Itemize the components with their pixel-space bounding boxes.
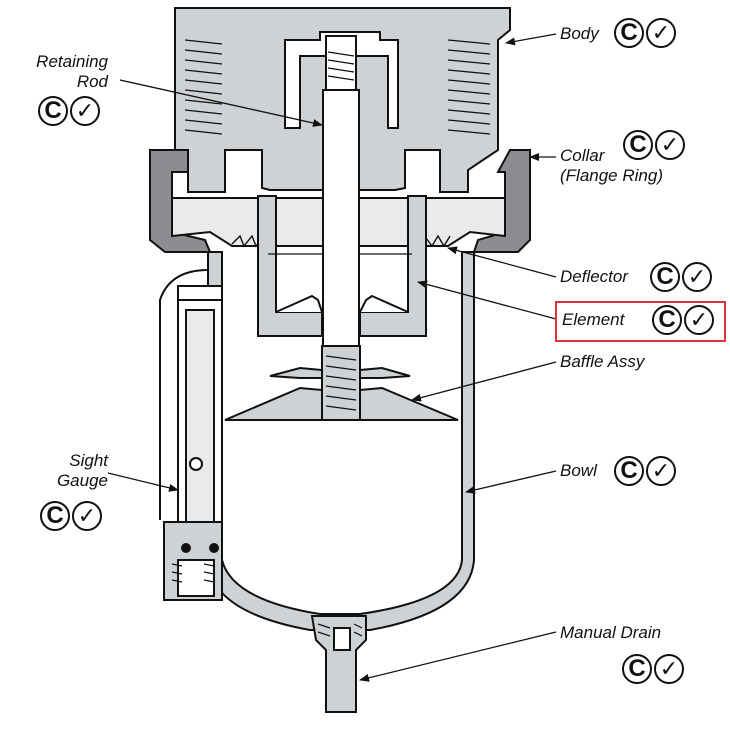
deflector-badges: C ✓ [650, 262, 712, 292]
circled-c-icon: C [40, 501, 70, 531]
circled-c-icon: C [650, 262, 680, 292]
collar-badges: C ✓ [623, 130, 685, 160]
circled-check-icon: ✓ [684, 305, 714, 335]
manual-drain-badges: C ✓ [622, 654, 684, 684]
circled-check-icon: ✓ [646, 18, 676, 48]
sight-gauge-badges: C ✓ [40, 501, 102, 531]
retaining-rod-badges: C ✓ [38, 96, 100, 126]
retaining-rod-label-line1: Retaining [36, 52, 108, 71]
circled-c-icon: C [622, 654, 652, 684]
bowl-part [159, 251, 475, 631]
element-label: Element [562, 310, 625, 329]
deflector-label: Deflector [560, 267, 629, 286]
sight-gauge-label: Sight Gauge [10, 451, 108, 491]
leader-lines [107, 33, 557, 682]
circled-c-icon: C [38, 96, 68, 126]
circled-c-icon: C [614, 456, 644, 486]
circled-c-icon: C [623, 130, 653, 160]
sight-gauge-part [163, 285, 223, 601]
collar-label-line1: Collar [560, 146, 605, 165]
circled-check-icon: ✓ [72, 501, 102, 531]
circled-check-icon: ✓ [655, 130, 685, 160]
sight-gauge-label-line1: Sight [69, 451, 108, 470]
circled-c-icon: C [614, 18, 644, 48]
manual-drain-label: Manual Drain [560, 623, 662, 642]
circled-check-icon: ✓ [682, 262, 712, 292]
body-badges: C ✓ [614, 18, 676, 48]
element-highlight-box [555, 301, 726, 342]
element-part [257, 195, 427, 337]
sight-gauge-label-line2: Gauge [56, 471, 108, 490]
retaining-rod-label: Retaining Rod [10, 52, 108, 92]
bowl-badges: C ✓ [614, 456, 676, 486]
circled-check-icon: ✓ [654, 654, 684, 684]
retaining-rod-part [322, 35, 360, 381]
retaining-rod-label-line2: Rod [76, 72, 108, 91]
collar-part [149, 149, 531, 253]
collar-label: Collar (Flange Ring) [560, 146, 663, 186]
circled-c-icon: C [652, 305, 682, 335]
manual-drain-part [310, 615, 367, 713]
body-label: Body [560, 24, 599, 43]
circled-check-icon: ✓ [70, 96, 100, 126]
bowl-label: Bowl [560, 461, 597, 480]
circled-check-icon: ✓ [646, 456, 676, 486]
collar-label-line2: (Flange Ring) [560, 166, 663, 185]
baffle-label: Baffle Assy [560, 352, 645, 371]
element-badges: C ✓ [652, 305, 714, 335]
baffle-part [224, 345, 459, 421]
